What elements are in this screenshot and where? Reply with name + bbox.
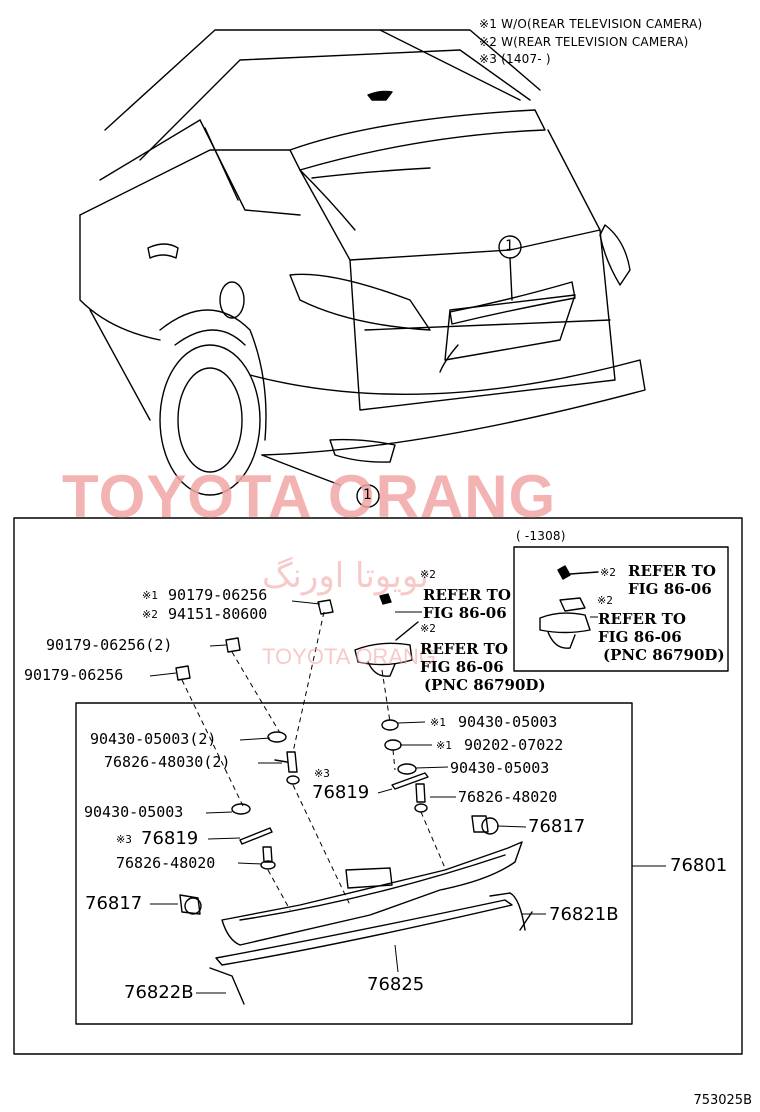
stud-76826-48020-right bbox=[414, 783, 428, 813]
label-a4-text: 76819 bbox=[141, 828, 199, 849]
label-m5-mark: ※3 bbox=[314, 767, 330, 780]
label-m3: 90430-05003 bbox=[450, 759, 550, 777]
note-3: ※3 (1407- ) bbox=[479, 52, 551, 66]
label-b3: 76821B bbox=[549, 904, 619, 925]
inset-refer1-line1: REFER TO bbox=[628, 562, 716, 580]
figure-code: 753025B bbox=[693, 1093, 752, 1108]
label-l1-mark: ※1 bbox=[142, 589, 158, 602]
label-b2: 76801 bbox=[670, 855, 728, 876]
stud-76826-48020-left bbox=[260, 846, 276, 870]
inset-title: ( -1308) bbox=[516, 529, 566, 543]
clip-76817-left bbox=[179, 894, 202, 915]
label-a1: 90430-05003(2) bbox=[90, 730, 217, 748]
outer-frame bbox=[13, 517, 743, 1055]
label-m5-text: 76819 bbox=[312, 782, 370, 803]
label-m1-mark: ※1 bbox=[430, 716, 446, 729]
label-r2-mark: ※2 bbox=[420, 622, 436, 635]
watermark-latin: TOYOTA ORANG bbox=[62, 463, 557, 530]
vehicle-rear-illustration bbox=[79, 29, 646, 508]
label-l1-text: 90179-06256 bbox=[168, 586, 268, 604]
label-a5: 76826-48020 bbox=[116, 854, 216, 872]
label-b4: 76822B bbox=[124, 982, 194, 1003]
assembly-frame bbox=[75, 702, 633, 1025]
callout-1-bottom: 1 bbox=[363, 487, 372, 503]
label-m2-text: 90202-07022 bbox=[464, 736, 564, 754]
label-l4: 90179-06256 bbox=[24, 666, 124, 684]
note-2: ※2 W(REAR TELEVISION CAMERA) bbox=[479, 35, 689, 49]
inset-refer2-line2: FIG 86-06 bbox=[598, 628, 682, 646]
label-m1-text: 90430-05003 bbox=[458, 713, 558, 731]
clip-76817-right bbox=[471, 815, 499, 835]
label-b1: 76817 bbox=[85, 893, 143, 914]
label-r2-line3: (PNC 86790D) bbox=[424, 676, 546, 694]
label-l2-text: 94151-80600 bbox=[168, 605, 268, 623]
label-a2: 76826-48030(2) bbox=[104, 753, 231, 771]
stud-76826-48030 bbox=[274, 751, 300, 785]
label-r1-line2: FIG 86-06 bbox=[423, 604, 507, 622]
watermark-small: TOYOTA ORANG bbox=[262, 644, 436, 669]
inset-refer1-line2: FIG 86-06 bbox=[628, 580, 712, 598]
label-m2-mark: ※1 bbox=[436, 739, 452, 752]
label-r1-line1: REFER TO bbox=[423, 586, 511, 604]
garnish-76801 bbox=[221, 841, 523, 946]
label-l2-mark: ※2 bbox=[142, 608, 158, 621]
inset-refer2-line1: REFER TO bbox=[598, 610, 686, 628]
inset-frame bbox=[513, 546, 729, 672]
label-a4-mark: ※3 bbox=[116, 833, 132, 846]
callout-1-top: 1 bbox=[505, 238, 514, 254]
label-b5: 76825 bbox=[367, 974, 425, 995]
inset-refer1-mark: ※2 bbox=[600, 566, 616, 579]
label-r2-line1: REFER TO bbox=[420, 640, 508, 658]
label-a6: 76817 bbox=[528, 816, 586, 837]
watermark-persian: تویوتا اورنگ bbox=[262, 556, 429, 596]
inset-camera-parts bbox=[539, 565, 599, 649]
label-m4: 76826-48020 bbox=[458, 788, 558, 806]
label-r2-line2: FIG 86-06 bbox=[420, 658, 504, 676]
note-1: ※1 W/O(REAR TELEVISION CAMERA) bbox=[479, 17, 703, 31]
label-l3: 90179-06256(2) bbox=[46, 636, 173, 654]
label-a3: 90430-05003 bbox=[84, 803, 184, 821]
label-r1-mark: ※2 bbox=[420, 568, 436, 581]
inset-refer2-mark: ※2 bbox=[597, 594, 613, 607]
inset-refer2-line3: (PNC 86790D) bbox=[603, 646, 725, 664]
